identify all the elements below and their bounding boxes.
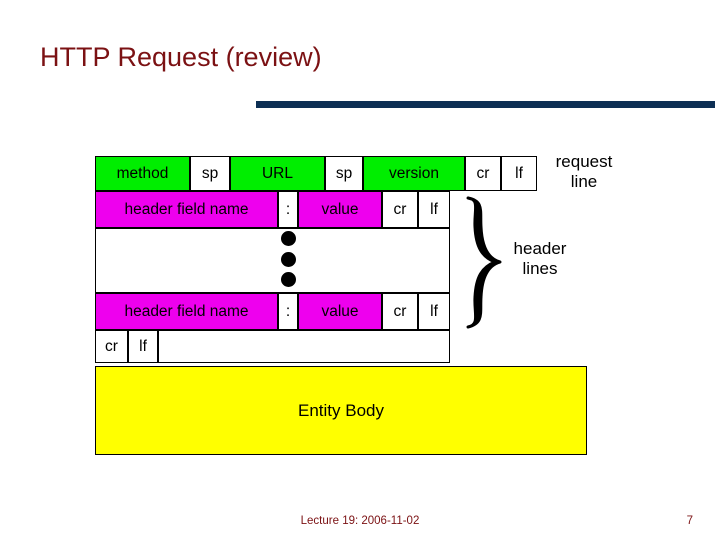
- ellipsis-dot: [281, 272, 296, 287]
- cell-header-field-name-2: header field name: [95, 293, 278, 330]
- footer-lecture-label: Lecture 19: 2006-11-02: [300, 515, 420, 527]
- cell-sp-1: sp: [190, 156, 230, 191]
- cell-cr-header-1: cr: [382, 191, 418, 228]
- cell-colon-2: :: [278, 293, 298, 330]
- cell-lf-header-1: lf: [418, 191, 450, 228]
- cell-cr-request-line: cr: [465, 156, 501, 191]
- curly-brace-right-icon: [466, 196, 502, 329]
- footer-page-number: 7: [686, 515, 693, 527]
- cell-cr-blank-line: cr: [95, 330, 128, 363]
- cell-value-1: value: [298, 191, 382, 228]
- cell-lf-request-line: lf: [501, 156, 537, 191]
- label-request-line-line1: request: [555, 152, 613, 171]
- label-header-lines-line2: lines: [522, 258, 558, 278]
- title-underline-rule: [256, 101, 715, 108]
- ellipsis-dot: [281, 231, 296, 246]
- label-request-line-line2: line: [570, 171, 598, 191]
- cell-colon-1: :: [278, 191, 298, 228]
- ellipsis-dot: [281, 252, 296, 267]
- cell-method: method: [95, 156, 190, 191]
- label-header-lines: header lines: [495, 239, 585, 278]
- cell-cr-header-2: cr: [382, 293, 418, 330]
- cell-version: version: [363, 156, 465, 191]
- cell-ellipsis-row: [95, 228, 450, 293]
- cell-blank-remainder: [158, 330, 450, 363]
- cell-lf-header-2: lf: [418, 293, 450, 330]
- vertical-ellipsis-icon: [281, 231, 299, 289]
- label-request-line: request line: [545, 152, 623, 191]
- cell-header-field-name-1: header field name: [95, 191, 278, 228]
- cell-lf-blank-line: lf: [128, 330, 158, 363]
- label-header-lines-line1: header: [513, 239, 567, 258]
- cell-sp-2: sp: [325, 156, 363, 191]
- cell-value-2: value: [298, 293, 382, 330]
- cell-entity-body: Entity Body: [95, 366, 587, 455]
- cell-url: URL: [230, 156, 325, 191]
- page-title: HTTP Request (review): [40, 42, 322, 72]
